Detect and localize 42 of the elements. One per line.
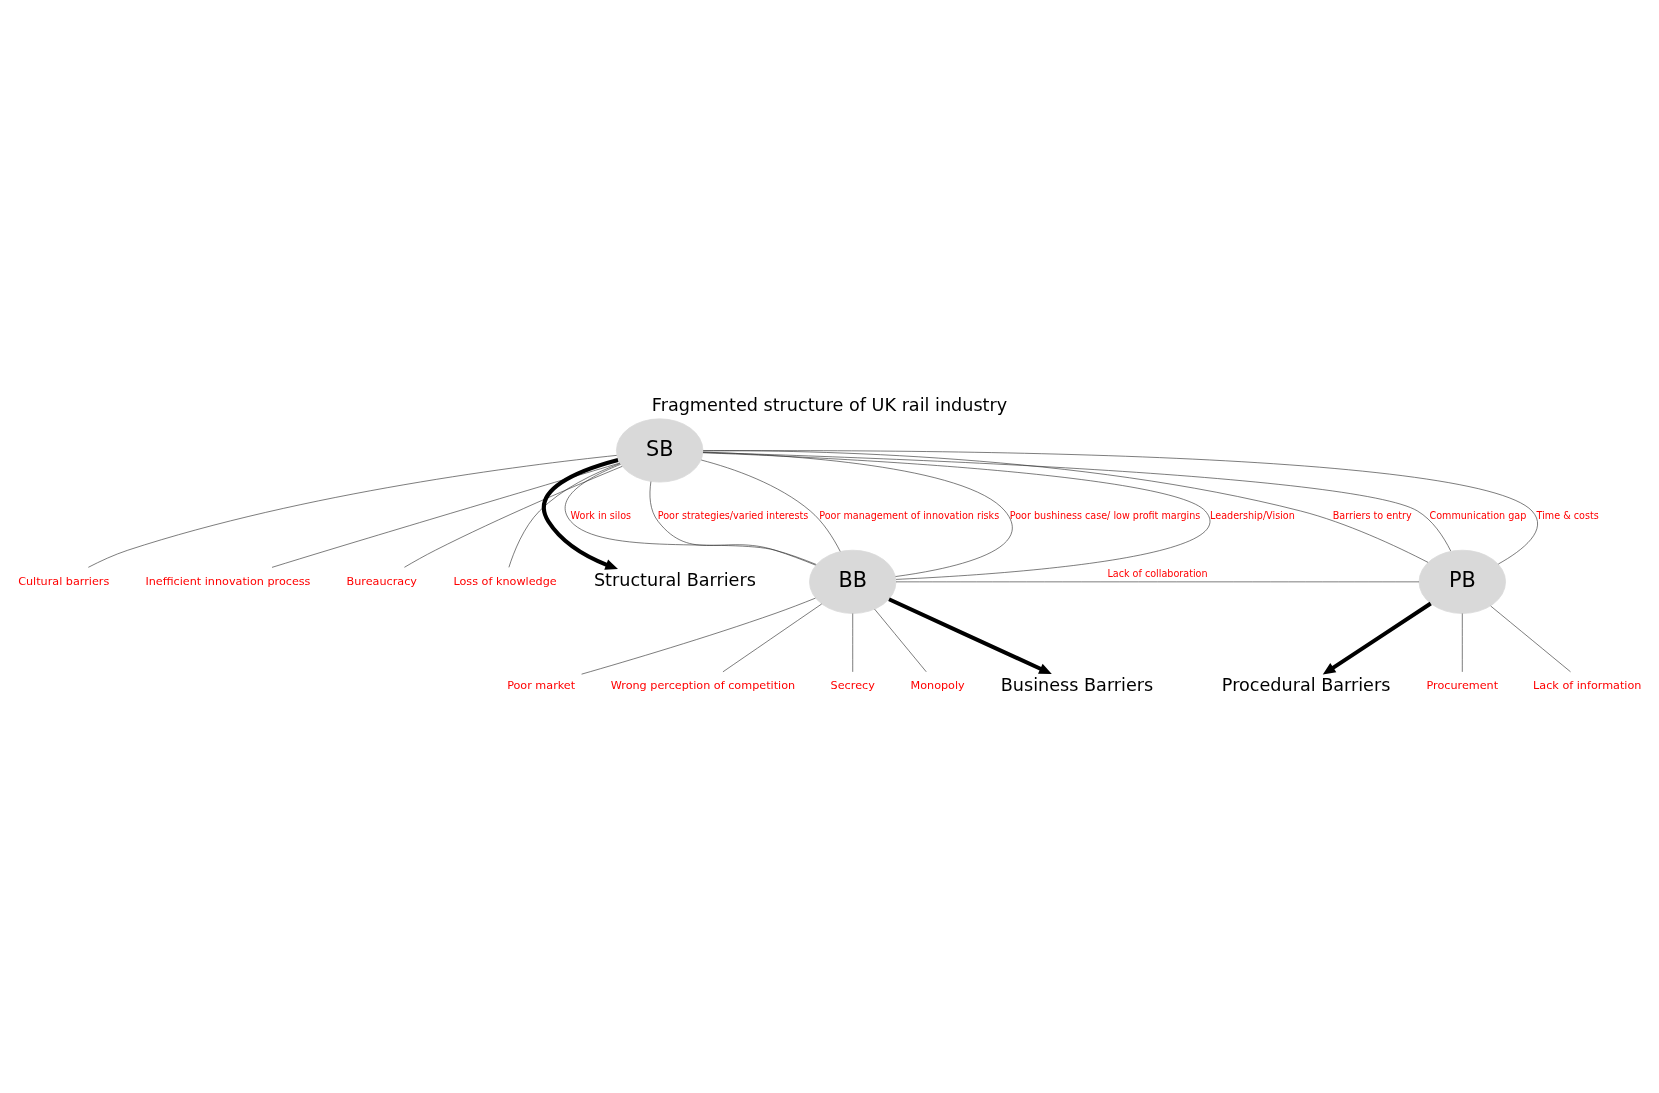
edge-label: Lack of collaboration	[1107, 567, 1208, 579]
connector	[702, 451, 1211, 580]
node-text: Procedural Barriers	[1221, 674, 1391, 695]
node-text: Business Barriers	[1000, 674, 1154, 695]
node-text: Monopoly	[910, 678, 965, 692]
connector	[404, 465, 623, 568]
node-text: Procurement	[1426, 678, 1499, 692]
edge-label: Time & costs	[1536, 509, 1599, 521]
connector	[1490, 605, 1571, 672]
edge-label: Poor management of innovation risks	[819, 509, 1000, 521]
connector	[700, 459, 841, 552]
node-text: Loss of knowledge	[453, 574, 557, 588]
edge-label: Communication gap	[1429, 509, 1527, 521]
diagram-title: Fragmented structure of UK rail industry	[651, 394, 1008, 415]
connector	[508, 462, 621, 568]
edge-label: Leadership/Vision	[1210, 509, 1295, 521]
connector	[581, 597, 816, 674]
edge-label: Poor strategies/varied interests	[657, 509, 809, 521]
connector	[271, 462, 621, 568]
connector	[88, 454, 617, 568]
arrow	[542, 457, 619, 570]
node-text: Structural Barriers	[593, 569, 756, 590]
node-text: Inefficient innovation process	[145, 574, 311, 588]
arrow	[888, 596, 1052, 674]
node-text: Bureaucracy	[346, 574, 417, 588]
edge-label: Barriers to entry	[1332, 509, 1412, 521]
node-text: Poor market	[507, 678, 576, 692]
arrow	[1322, 601, 1432, 675]
connector	[874, 608, 927, 672]
connector	[702, 451, 1013, 577]
edge-label: Work in silos	[570, 509, 632, 521]
edge-label: Poor bushiness case/ low profit margins	[1009, 509, 1201, 521]
node-text: Lack of information	[1533, 678, 1642, 692]
node-text: Secrecy	[830, 678, 875, 692]
node-ellipse: BB	[809, 549, 897, 614]
connector	[564, 463, 817, 565]
connector	[649, 480, 816, 565]
node-ellipse: PB	[1418, 549, 1506, 614]
node-ellipse: SB	[616, 417, 704, 482]
node-text: Wrong perception of competition	[610, 678, 796, 692]
connector	[722, 603, 822, 672]
node-text: Cultural barriers	[18, 574, 110, 588]
